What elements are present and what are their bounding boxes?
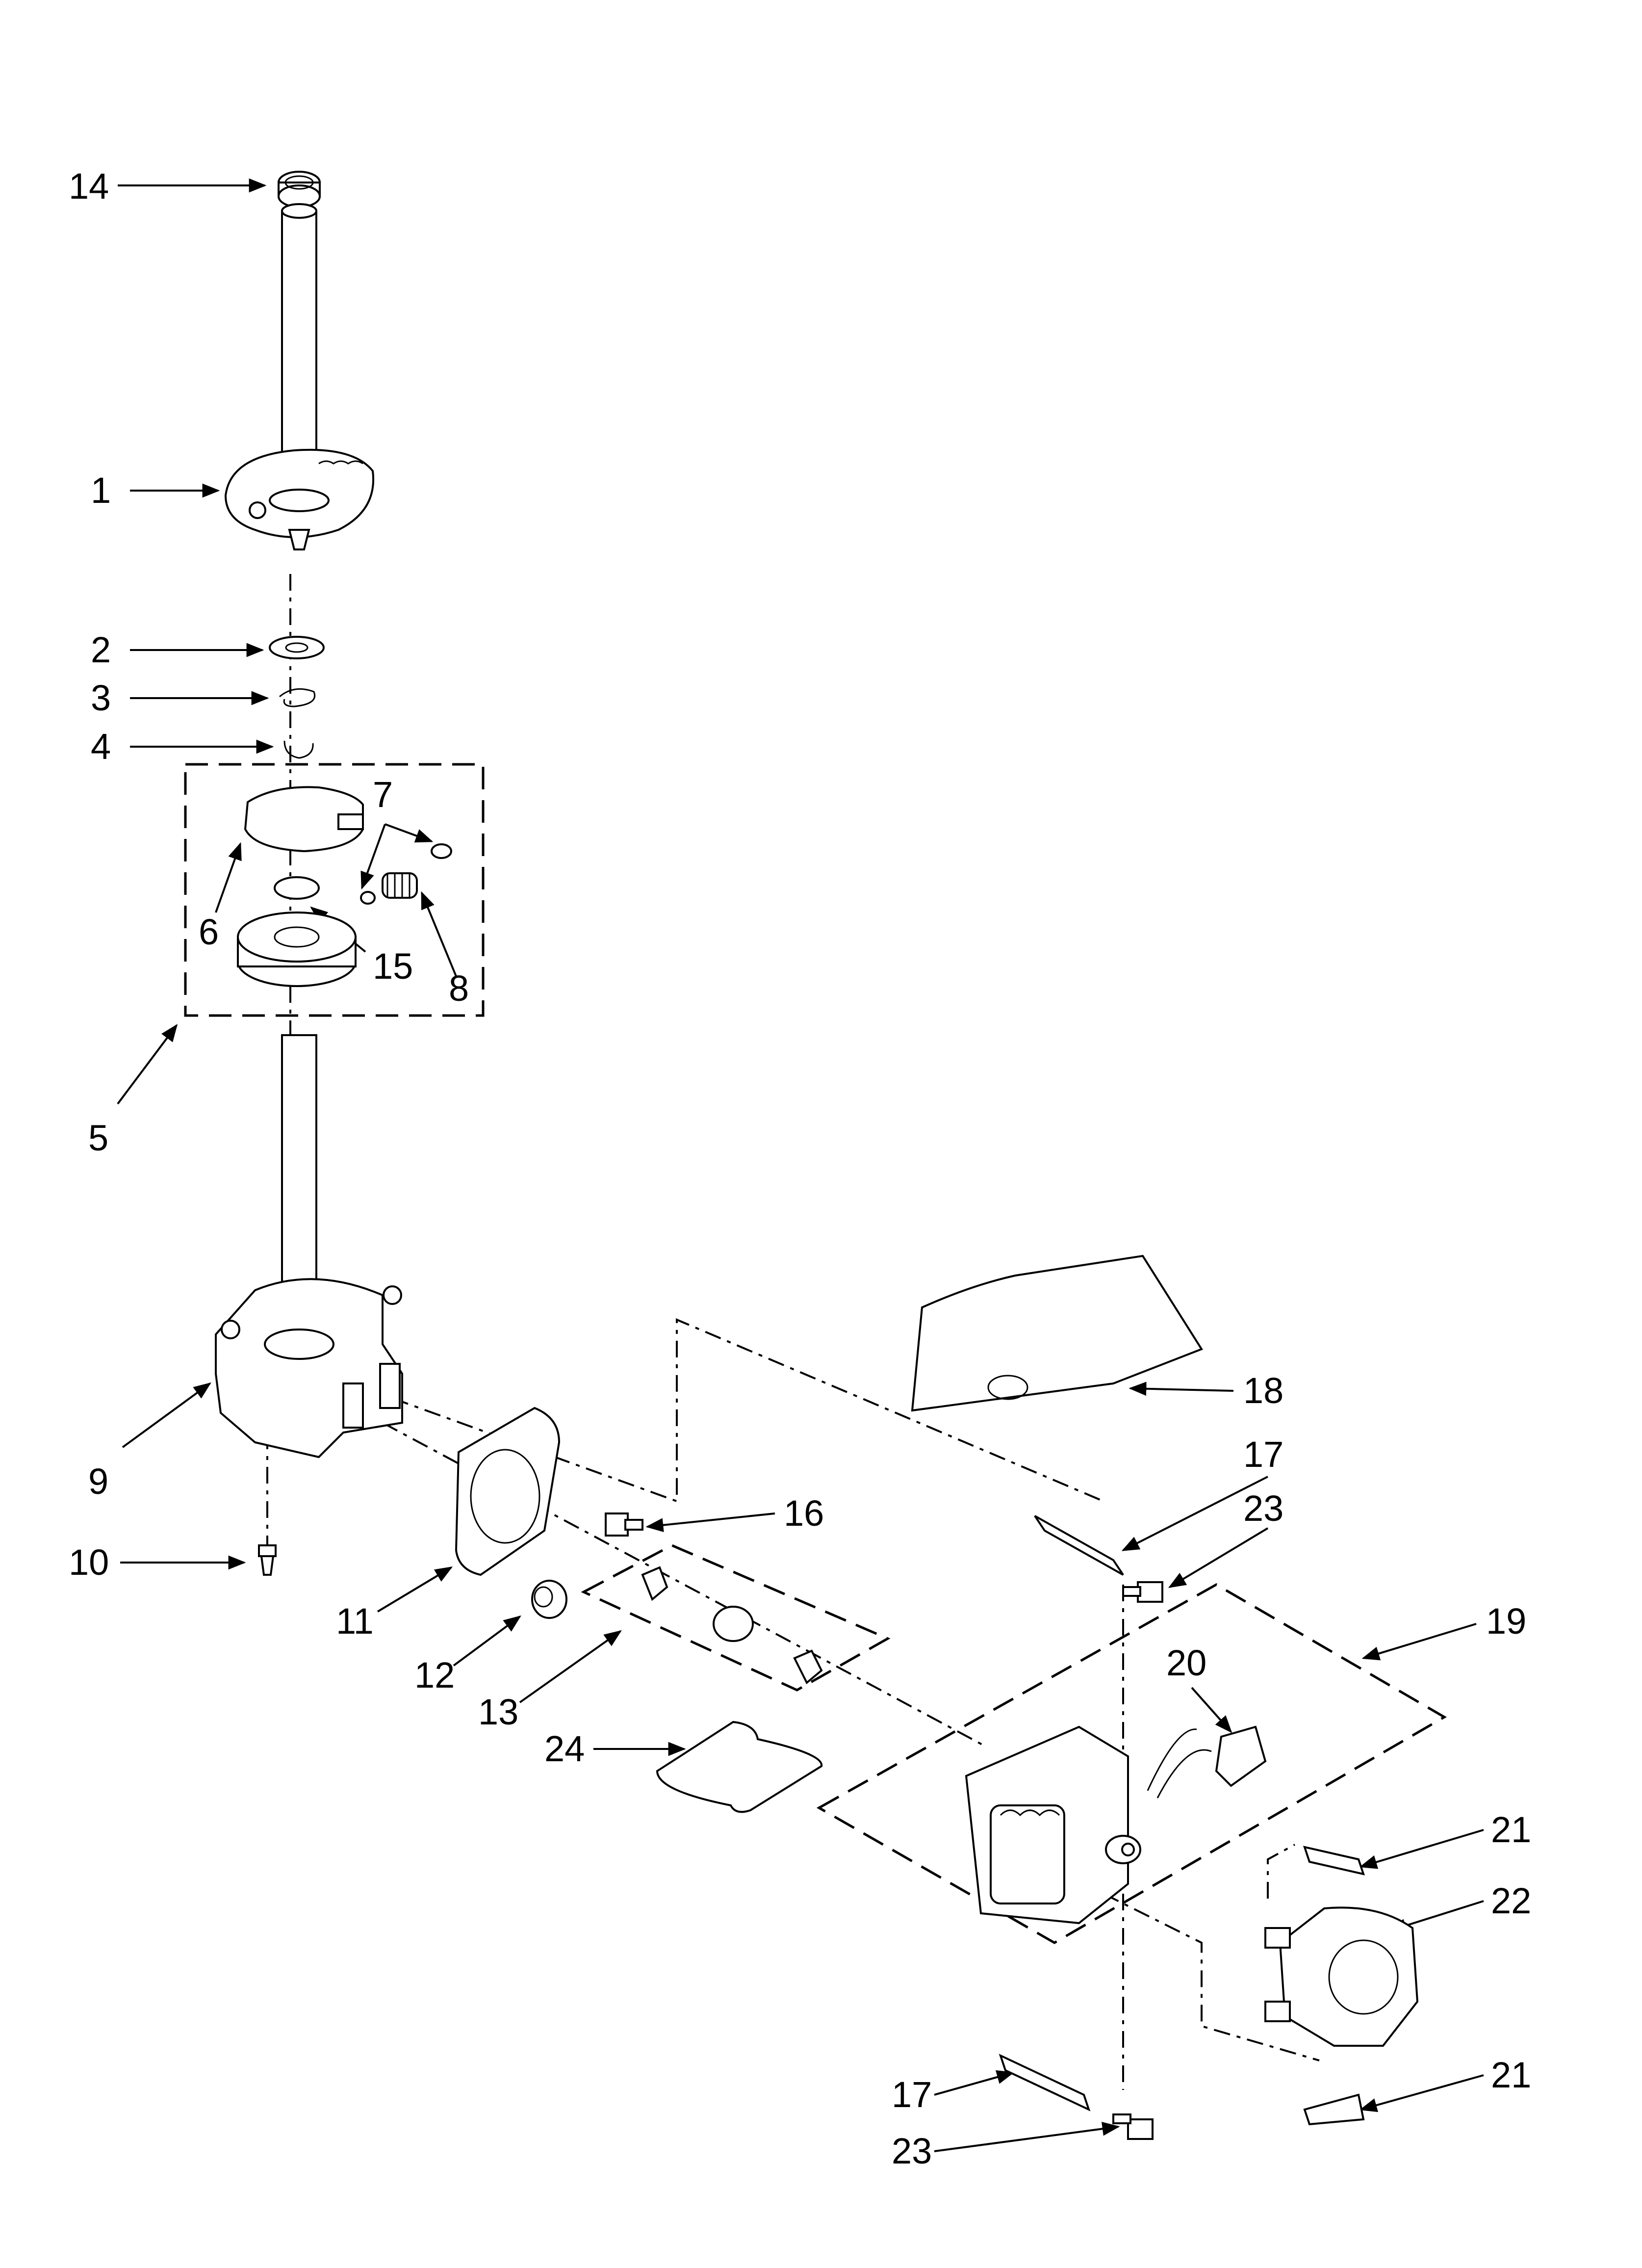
callout-16: 16 — [784, 1493, 824, 1534]
callout-23-lower: 23 — [892, 2131, 932, 2171]
leader-7b — [385, 823, 434, 843]
part-17-bracket-upper — [1034, 1515, 1124, 1576]
callout-3: 3 — [91, 678, 111, 718]
leader-8 — [421, 891, 457, 977]
part-15-hub — [274, 876, 320, 900]
part-7-8-spring-set — [360, 843, 452, 905]
part-12-bushing — [531, 1580, 567, 1619]
part-2-washer — [269, 636, 325, 659]
callout-8: 8 — [449, 968, 469, 1009]
leader-12 — [453, 1615, 521, 1667]
group-box-19 — [816, 1583, 1447, 1944]
callout-11: 11 — [336, 1601, 374, 1642]
part-11-plate — [455, 1407, 561, 1576]
leader-21-lower — [1359, 2074, 1484, 2112]
part-22-pump — [1264, 1906, 1419, 2047]
callout-labels: 14 1 2 3 4 7 6 15 8 5 9 10 11 12 13 24 1… — [69, 166, 1531, 2171]
callout-4: 4 — [91, 726, 111, 767]
callout-17-lower: 17 — [892, 2074, 932, 2115]
callout-23-upper: 23 — [1243, 1488, 1283, 1529]
leader-16 — [645, 1512, 775, 1532]
centerline-clip — [1267, 1844, 1295, 1899]
leader-6 — [215, 842, 242, 913]
part-16-screw — [605, 1512, 643, 1537]
part-21-clip-lower — [1303, 2093, 1365, 2126]
group-box-5 — [184, 763, 485, 1017]
part-18-shield — [911, 1254, 1203, 1412]
parts — [215, 171, 1419, 2140]
part-21-clip-upper — [1303, 1846, 1365, 1876]
part-10-screw — [258, 1544, 277, 1576]
part-23-screw-lower — [1112, 2113, 1154, 2140]
leader-13 — [519, 1630, 622, 1703]
leader-23-upper — [1168, 1527, 1269, 1588]
leader-arrows — [117, 178, 1484, 2152]
callout-18: 18 — [1243, 1370, 1283, 1411]
callout-13: 13 — [478, 1692, 518, 1732]
callout-1: 1 — [91, 470, 111, 511]
leader-17-upper — [1121, 1476, 1268, 1551]
leader-7a — [360, 824, 386, 890]
leader-19 — [1361, 1623, 1477, 1661]
part-14-seal — [278, 171, 321, 208]
leader-20 — [1191, 1687, 1232, 1733]
callout-24: 24 — [544, 1728, 585, 1769]
leader-21-upper — [1359, 1829, 1484, 1869]
callout-10: 10 — [69, 1542, 109, 1583]
callout-9: 9 — [88, 1461, 108, 1502]
callout-22: 22 — [1491, 1880, 1531, 1921]
callout-7: 7 — [373, 774, 393, 815]
part-20-switch — [1147, 1725, 1267, 1799]
callout-6: 6 — [199, 912, 219, 952]
centerline-pump — [1103, 1893, 1320, 2061]
part-9-gearcase — [215, 1034, 403, 1459]
callout-15: 15 — [373, 946, 413, 987]
part-3-clip — [279, 688, 315, 707]
part-19-motor — [965, 1725, 1141, 1925]
leader-17-lower — [934, 2070, 1015, 2096]
part-4-retaining-ring — [283, 740, 314, 759]
callout-19: 19 — [1486, 1601, 1526, 1642]
part-6-band — [244, 786, 364, 853]
leader-18 — [1129, 1382, 1234, 1396]
leader-23-lower — [934, 2122, 1120, 2152]
callout-20: 20 — [1166, 1642, 1206, 1683]
part-1-brake-assembly — [224, 203, 375, 550]
leader-9 — [122, 1382, 211, 1448]
part-17-bracket-lower — [999, 2054, 1091, 2112]
callout-2: 2 — [91, 629, 111, 670]
callout-21-lower: 21 — [1491, 2055, 1531, 2095]
callout-5: 5 — [88, 1118, 108, 1158]
group-box-13 — [581, 1544, 891, 1692]
part-24-pad — [656, 1721, 823, 1813]
leader-5 — [117, 1024, 178, 1105]
part-23-screw-upper — [1122, 1581, 1163, 1603]
callout-17-upper: 17 — [1243, 1434, 1283, 1475]
callout-14: 14 — [69, 166, 109, 207]
callout-12: 12 — [414, 1655, 455, 1695]
callout-21-upper: 21 — [1491, 1809, 1531, 1850]
part-13-coupler — [641, 1566, 823, 1685]
leader-11 — [377, 1566, 453, 1613]
part-5-pulley — [237, 912, 357, 987]
